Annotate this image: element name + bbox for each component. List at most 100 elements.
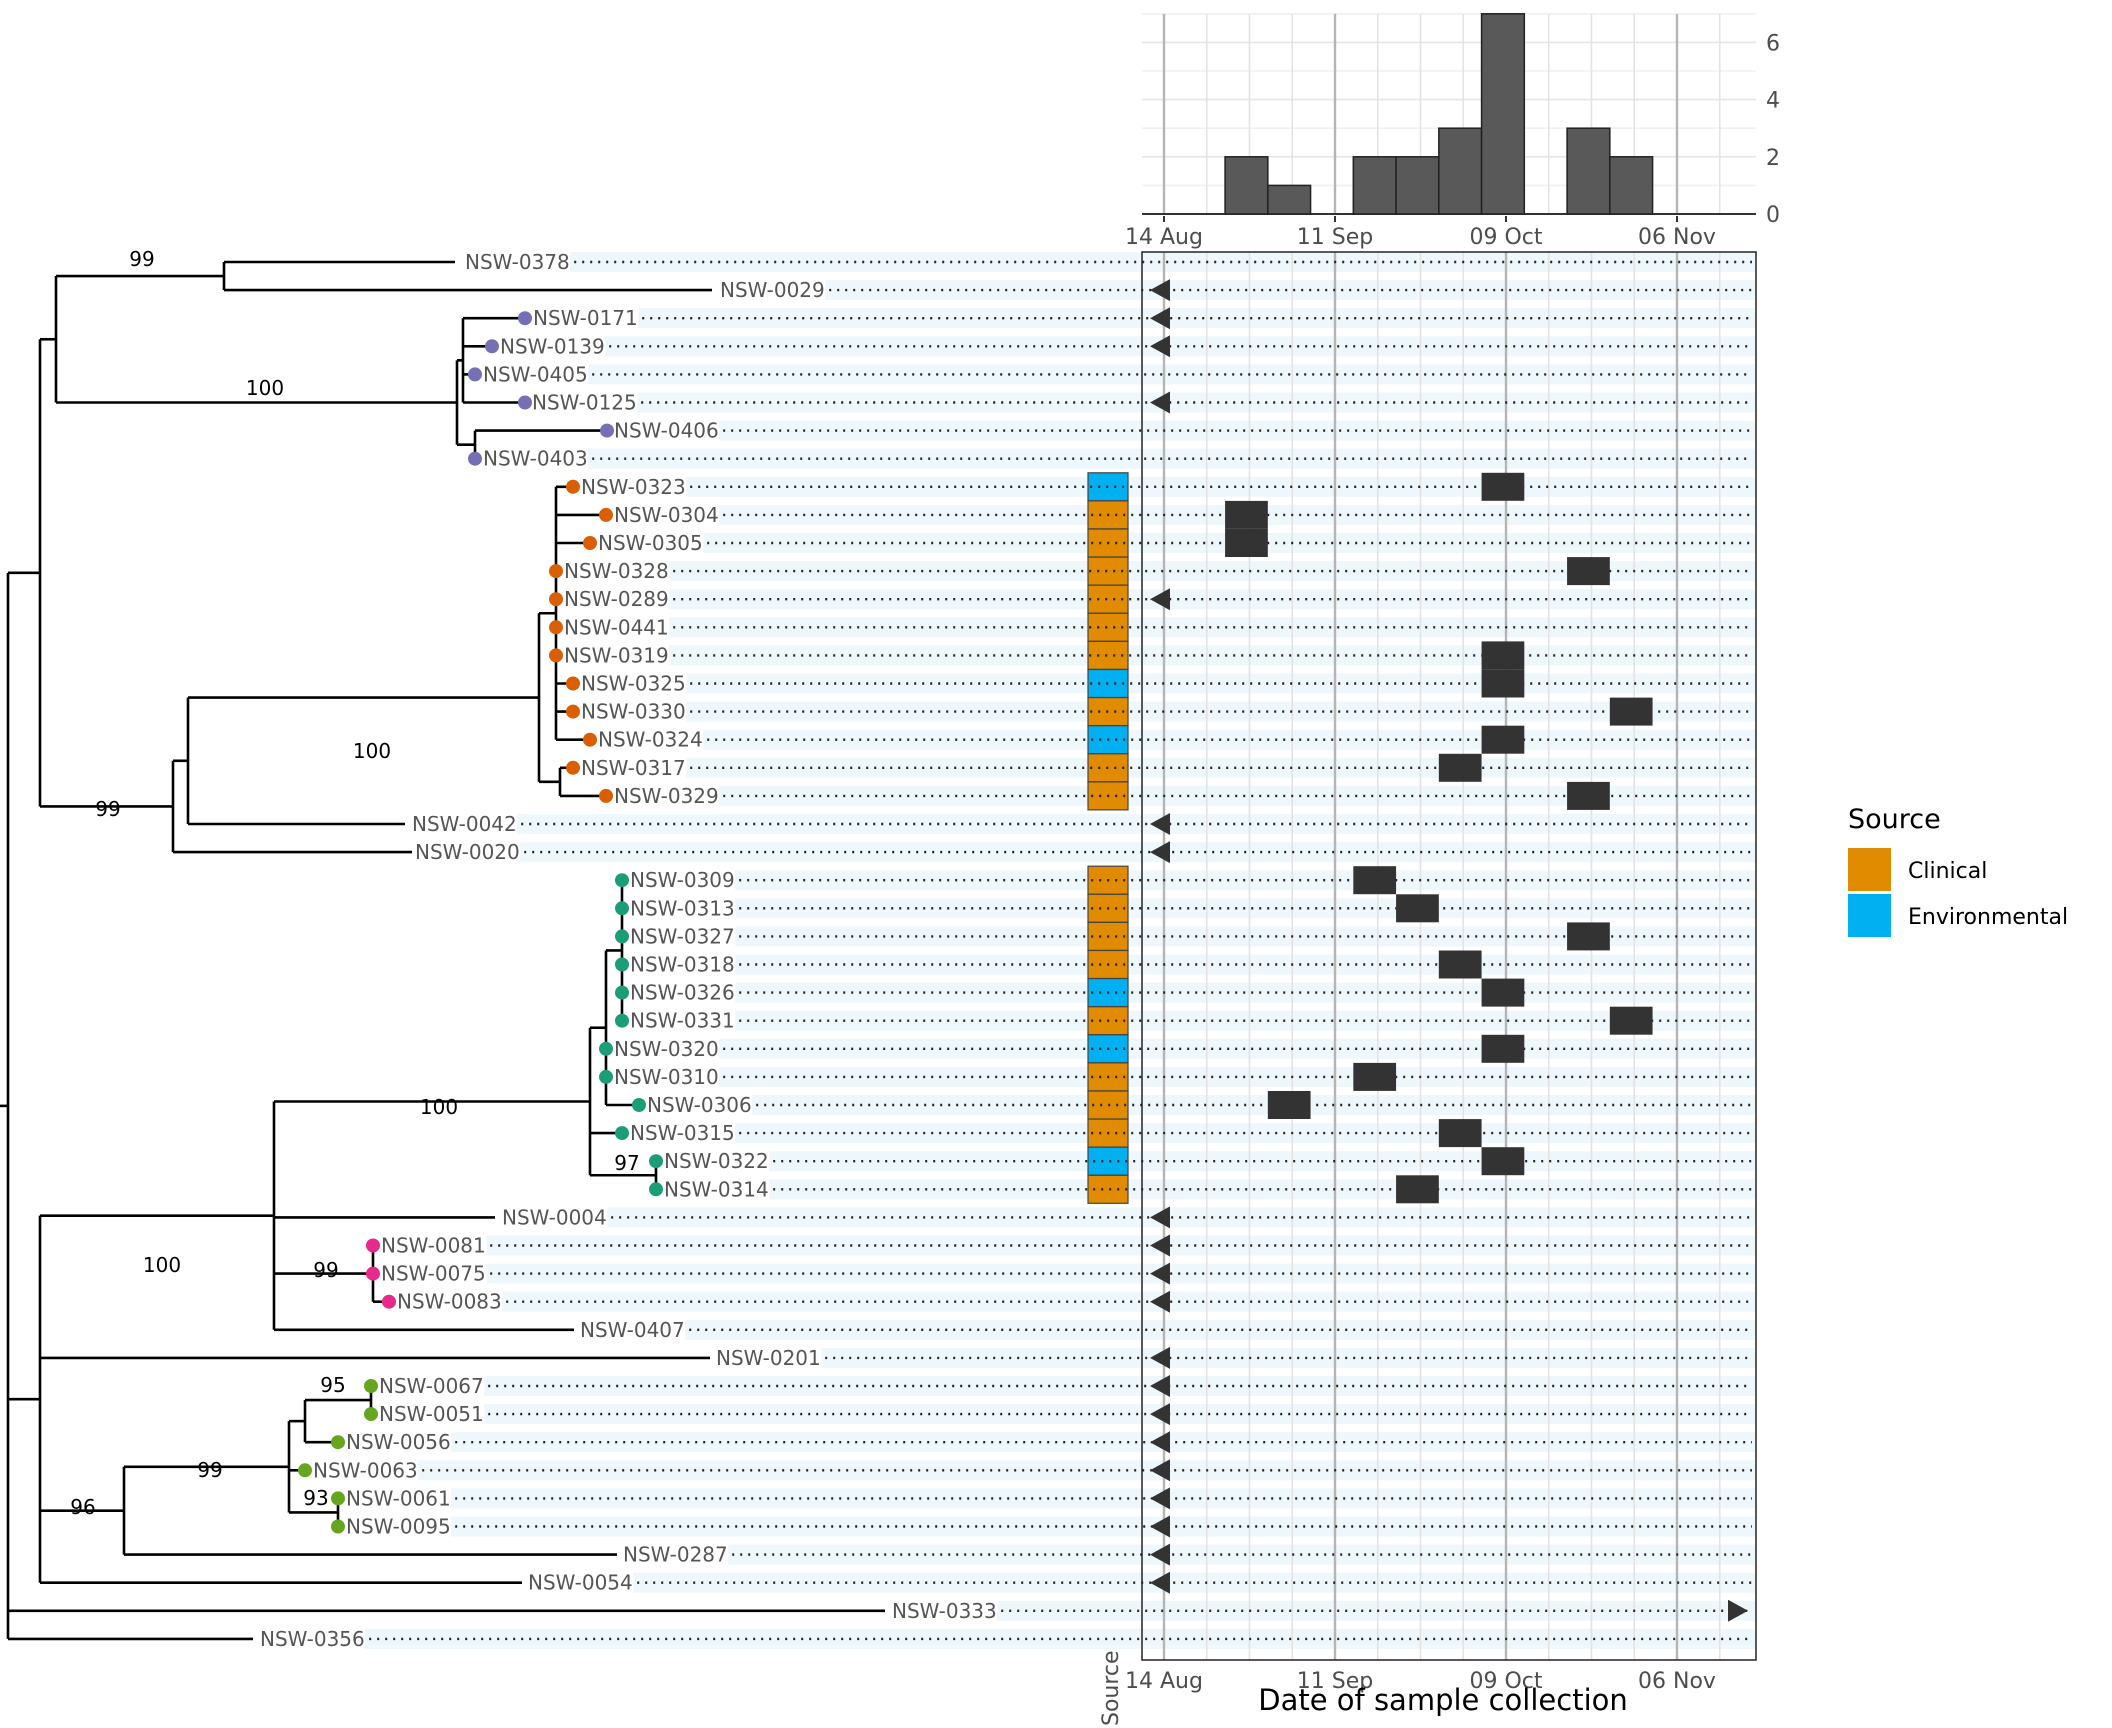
- tip-label: NSW-0306: [647, 1093, 752, 1117]
- tip-point: [615, 1013, 629, 1028]
- tip-label: NSW-0054: [528, 1571, 633, 1595]
- tip-label: NSW-0051: [379, 1402, 484, 1426]
- row-stripe: [686, 701, 1757, 722]
- tip-label: NSW-0329: [614, 784, 719, 808]
- legend-label-environmental: Environmental: [1908, 905, 2068, 930]
- out-of-range-arrow-left: [1150, 391, 1170, 414]
- date-mark: [1396, 894, 1439, 923]
- bootstrap-label: 100: [353, 739, 391, 763]
- row-stripe: [735, 1123, 1756, 1144]
- tip-point: [599, 1041, 613, 1056]
- row-stripe: [719, 420, 1757, 441]
- tip-point: [364, 1407, 378, 1422]
- tip-label: NSW-0201: [716, 1346, 821, 1370]
- row-stripe: [486, 1235, 1757, 1256]
- tip-label: NSW-0330: [581, 700, 686, 724]
- x-tick-label-bottom: 14 Aug: [1125, 1669, 1203, 1694]
- tip-label: NSW-0314: [664, 1177, 769, 1201]
- tip-label: NSW-0313: [630, 896, 735, 920]
- row-stripe: [821, 1347, 1756, 1368]
- tip-point: [549, 564, 563, 579]
- tip-label: NSW-0405: [483, 362, 588, 386]
- tip-label: NSW-0171: [533, 306, 638, 330]
- date-mark: [1481, 1034, 1525, 1063]
- bootstrap-label: 99: [197, 1458, 222, 1482]
- tip-points: [298, 311, 663, 1534]
- tip-label: NSW-0315: [630, 1121, 735, 1145]
- date-mark: [1225, 529, 1268, 557]
- tip-label: NSW-0004: [502, 1205, 607, 1229]
- tip-point: [599, 788, 613, 803]
- date-mark: [1567, 922, 1610, 951]
- tip-point: [649, 1182, 663, 1197]
- timeline-dotted-lines: [369, 260, 1752, 1641]
- histogram-y-tick: 2: [1766, 146, 1780, 171]
- source-strip-label: Source: [1099, 1650, 1124, 1726]
- tip-point: [615, 985, 629, 1000]
- tip-point: [331, 1491, 345, 1506]
- x-tick-label-top: 09 Oct: [1469, 225, 1542, 250]
- tip-point: [549, 620, 563, 635]
- legend: Source Clinical Environmental: [1848, 804, 2068, 937]
- date-mark: [1481, 978, 1525, 1007]
- tip-labels: NSW-0378NSW-0029NSW-0171NSW-0139NSW-0405…: [260, 250, 997, 1651]
- tip-label: NSW-0287: [623, 1543, 728, 1567]
- date-mark: [1353, 866, 1397, 895]
- histogram-bar: [1438, 127, 1483, 215]
- tip-point: [468, 367, 482, 382]
- tip-label: NSW-0331: [630, 1009, 735, 1033]
- legend-swatch-environmental: [1848, 894, 1891, 937]
- out-of-range-arrow-left: [1150, 1403, 1170, 1426]
- tip-label: NSW-0029: [720, 278, 825, 302]
- tip-point: [382, 1294, 396, 1309]
- row-stripe: [735, 870, 1756, 891]
- tip-point: [615, 901, 629, 916]
- legend-title: Source: [1848, 804, 1941, 835]
- tip-point: [366, 1238, 380, 1253]
- out-of-range-arrow-left: [1150, 1543, 1170, 1566]
- out-of-range-arrow-right: [1728, 1599, 1748, 1622]
- out-of-range-arrow-left: [1150, 335, 1170, 358]
- row-stripe: [520, 842, 1757, 863]
- row-stripe: [638, 308, 1757, 329]
- tip-point: [468, 451, 482, 466]
- out-of-range-arrow-left: [1150, 1515, 1170, 1538]
- histogram-y-tick: 4: [1766, 89, 1780, 114]
- row-stripe: [735, 898, 1756, 919]
- bootstrap-label: 96: [70, 1495, 95, 1519]
- out-of-range-arrow-left: [1150, 1290, 1170, 1313]
- tip-point: [566, 479, 580, 494]
- out-of-range-arrow-left: [1150, 1234, 1170, 1257]
- bootstrap-label: 95: [320, 1373, 345, 1397]
- row-stripe: [997, 1600, 1756, 1621]
- bootstrap-label: 100: [420, 1095, 458, 1119]
- tip-point: [366, 1266, 380, 1281]
- tip-label: NSW-0056: [346, 1430, 451, 1454]
- tip-point: [549, 592, 563, 607]
- tip-label: NSW-0323: [581, 475, 686, 499]
- row-stripe: [605, 336, 1757, 357]
- histogram-bar: [1267, 184, 1312, 215]
- row-stripe: [484, 1404, 1757, 1425]
- row-stripe: [686, 757, 1757, 778]
- out-of-range-arrow-left: [1150, 1375, 1170, 1397]
- x-tick-label-top: 11 Sep: [1297, 225, 1373, 250]
- out-of-range-arrow-left: [1150, 279, 1170, 302]
- timeline-marks: [1150, 279, 1748, 1622]
- tip-label: NSW-0317: [581, 756, 686, 780]
- out-of-range-arrow-left: [1150, 1571, 1170, 1594]
- timeline-frame: [1141, 251, 1757, 1661]
- row-stripe: [637, 392, 1757, 413]
- histogram-bars: [1224, 13, 1654, 215]
- tip-label: NSW-0441: [564, 615, 669, 639]
- legend-label-clinical: Clinical: [1908, 859, 1987, 884]
- row-stripe: [669, 617, 1757, 638]
- histogram-bar: [1224, 156, 1269, 215]
- date-mark: [1267, 1091, 1311, 1119]
- date-mark: [1481, 472, 1525, 501]
- tip-point: [583, 732, 597, 747]
- histogram-y-tick: 0: [1766, 203, 1780, 228]
- out-of-range-arrow-left: [1150, 1262, 1170, 1285]
